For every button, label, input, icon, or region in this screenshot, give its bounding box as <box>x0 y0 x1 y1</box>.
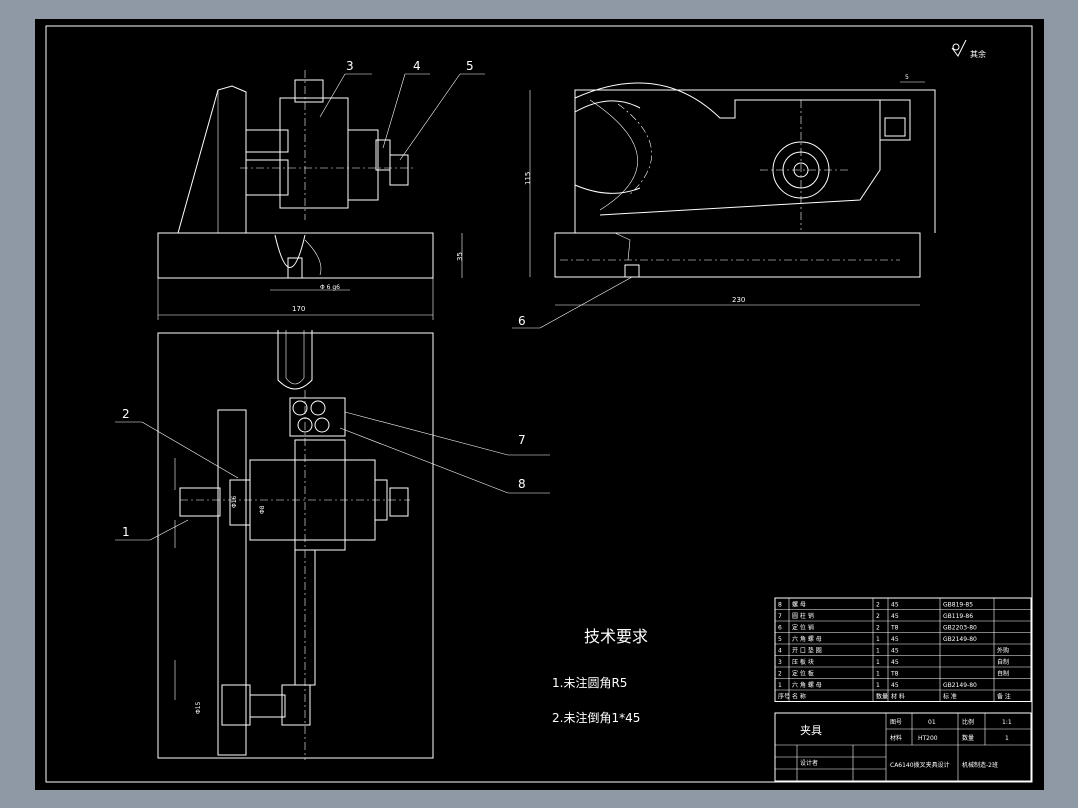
parts-cell-qty: 1 <box>876 648 880 655</box>
parts-cell-material: 45 <box>891 613 899 620</box>
parts-cell-no: 3 <box>778 659 782 666</box>
balloon-5: 5 <box>466 59 474 73</box>
parts-cell-name: 六 角 螺 母 <box>792 635 822 643</box>
parts-cell-no: 1 <box>778 682 782 689</box>
parts-cell-std: GB119-86 <box>943 613 973 620</box>
drawing-border <box>45 25 1033 783</box>
parts-cell-note: 自制 <box>997 670 1009 678</box>
parts-cell-no: 5 <box>778 636 782 643</box>
parts-cell-no: 6 <box>778 625 782 632</box>
parts-cell-qty: 2 <box>876 602 880 609</box>
svg-text:Φ 6 g6: Φ 6 g6 <box>320 284 340 291</box>
qty-label: 数量 <box>962 734 974 742</box>
parts-cell-std: GB2203-80 <box>943 625 977 632</box>
front-view: 170 35 Φ 6 g6 <box>157 70 485 320</box>
balloon-2: 2 <box>122 407 130 421</box>
project-name: CA6140拨叉夹具设计 <box>890 761 950 769</box>
parts-cell-qty: 1 <box>876 659 880 666</box>
svg-text:Φ16: Φ16 <box>231 495 238 508</box>
parts-header-note: 备 注 <box>997 693 1011 701</box>
parts-cell-qty: 1 <box>876 682 880 689</box>
parts-cell-no: 7 <box>778 613 782 620</box>
balloon-6: 6 <box>518 314 526 328</box>
side-view: 230 115 5 <box>512 74 936 329</box>
parts-header-no: 序号 <box>778 693 790 701</box>
parts-cell-no: 8 <box>778 602 782 609</box>
parts-cell-no: 2 <box>778 671 782 678</box>
scale-value: 1:1 <box>1002 719 1012 726</box>
balloon-1: 1 <box>122 525 130 539</box>
parts-cell-material: 45 <box>891 648 899 655</box>
material-value: HT200 <box>918 735 938 742</box>
svg-text:170: 170 <box>292 305 305 313</box>
parts-cell-name: 开 口 垫 圈 <box>792 647 822 655</box>
svg-text:Φ15: Φ15 <box>195 701 202 714</box>
parts-cell-material: 45 <box>891 602 899 609</box>
drawing-background <box>35 19 1044 790</box>
parts-cell-note: 自制 <box>997 658 1009 666</box>
parts-cell-name: 圆 柱 销 <box>792 612 814 620</box>
parts-cell-name: 定 位 板 <box>792 670 814 678</box>
tech-requirement-1: 1.未注圆角R5 <box>552 675 627 690</box>
parts-cell-qty: 1 <box>876 671 880 678</box>
parts-cell-std: GB2149-80 <box>943 682 977 689</box>
surface-finish-symbol: 其余 <box>951 39 986 59</box>
svg-text:Φ8: Φ8 <box>259 505 266 514</box>
svg-text:115: 115 <box>524 172 532 185</box>
parts-cell-name: 压 板 块 <box>792 658 814 666</box>
qty-value: 1 <box>1005 735 1009 742</box>
parts-cell-note: 外购 <box>997 647 1009 655</box>
balloon-4: 4 <box>413 59 421 73</box>
title-name: 夹具 <box>800 724 822 737</box>
scale-label: 比例 <box>962 718 974 726</box>
drawing-no: 01 <box>928 719 936 726</box>
parts-header-material: 材 料 <box>891 693 905 701</box>
svg-text:5: 5 <box>905 74 909 81</box>
parts-header-std: 标 准 <box>943 693 957 701</box>
parts-cell-material: 45 <box>891 659 899 666</box>
parts-cell-material: 45 <box>891 682 899 689</box>
parts-cell-material: 45 <box>891 636 899 643</box>
balloon-8: 8 <box>518 477 526 491</box>
parts-cell-material: T8 <box>890 625 899 632</box>
parts-cell-std: GB2149-80 <box>943 636 977 643</box>
top-view: Φ16 Φ8 Φ15 <box>115 330 550 760</box>
svg-text:230: 230 <box>732 296 745 304</box>
parts-cell-qty: 1 <box>876 636 880 643</box>
tech-requirement-2: 2.未注倒角1*45 <box>552 710 640 725</box>
balloon-3: 3 <box>346 59 354 73</box>
designer: 设计者 <box>800 759 818 767</box>
drawing-no-label: 图号 <box>890 719 902 726</box>
parts-cell-name: 螺 母 <box>792 601 806 609</box>
school: 机械制造-2班 <box>962 761 998 769</box>
title-block: 夹具 图号 01 比例 1:1 材料 HT200 数量 1 设计者 CA6140… <box>774 712 1032 782</box>
parts-cell-name: 六 角 螺 母 <box>792 681 822 689</box>
tech-requirements-title: 技术要求 <box>584 627 648 646</box>
parts-cell-no: 4 <box>778 648 782 655</box>
parts-cell-qty: 2 <box>876 625 880 632</box>
parts-cell-name: 定 位 销 <box>792 624 814 632</box>
parts-header-qty: 数量 <box>876 693 888 701</box>
parts-cell-material: T8 <box>890 671 899 678</box>
material-label: 材料 <box>890 734 902 742</box>
parts-cell-qty: 2 <box>876 613 880 620</box>
balloon-7: 7 <box>518 433 526 447</box>
parts-header-name: 名 称 <box>792 693 806 701</box>
parts-cell-std: GB819-85 <box>943 602 973 609</box>
svg-text:其余: 其余 <box>970 49 986 59</box>
svg-text:35: 35 <box>456 252 464 261</box>
